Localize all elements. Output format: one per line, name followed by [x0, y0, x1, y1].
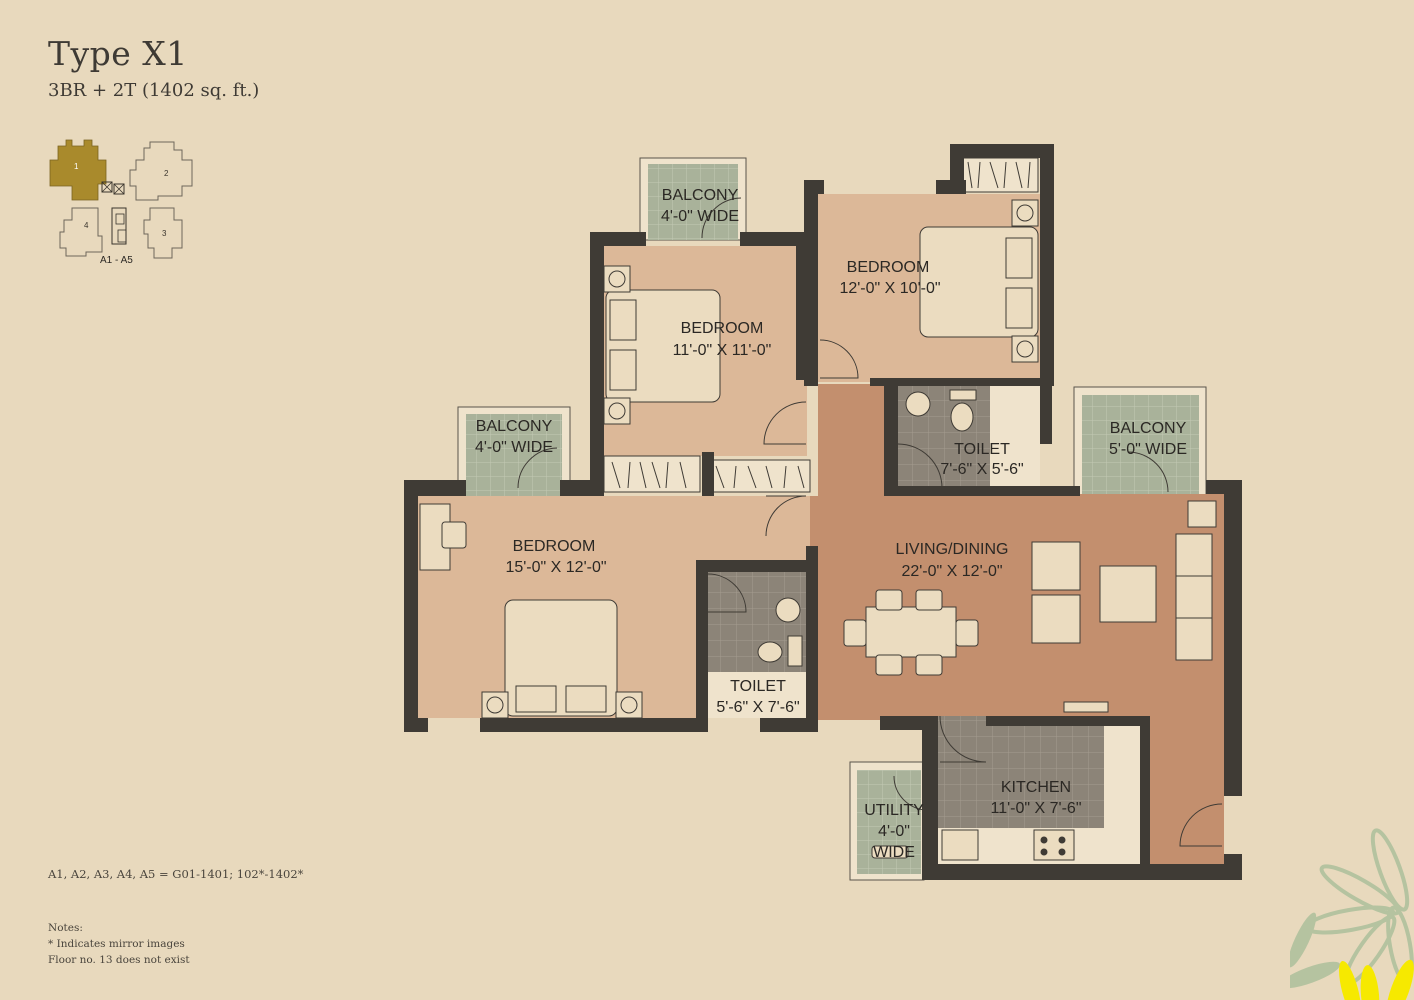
key-plan-label-4: 4: [84, 221, 89, 230]
study-desk: [419, 503, 467, 571]
balcony-top-size: 4'-0" WIDE: [661, 208, 739, 225]
key-plan-label-2: 2: [164, 169, 169, 178]
key-plan-caption: A1 - A5: [100, 255, 133, 266]
balcony-right: [1073, 386, 1207, 496]
utility-size: 4'-0": [878, 823, 910, 840]
balcony-top-name: BALCONY: [662, 187, 739, 204]
balcony-right-name: BALCONY: [1110, 420, 1187, 437]
toilet-2-size: 5'-6" X 7'-6": [716, 699, 799, 716]
balcony-left: [457, 406, 571, 498]
sofa-set: [1031, 500, 1217, 713]
toilet-2-name: TOILET: [730, 678, 786, 695]
utility-size-2: WIDE: [873, 844, 915, 861]
toilet-1-size: 7'-6" X 5'-6": [940, 461, 1023, 478]
bed: [504, 226, 1039, 717]
bedroom-2-name: BEDROOM: [847, 259, 930, 276]
toilet-1-name: TOILET: [954, 441, 1010, 458]
balcony-top: [639, 157, 747, 241]
note-item: Floor no. 13 does not exist: [48, 954, 190, 966]
kitchen-fixtures: [871, 829, 1075, 861]
bedroom-1-name: BEDROOM: [681, 320, 764, 337]
key-plan-label-1: 1: [74, 162, 79, 171]
key-plan-unit-3: [143, 207, 183, 259]
key-plan-unit-1: [49, 139, 107, 201]
note-item: * Indicates mirror images: [48, 938, 185, 950]
key-plan: 1 2 3 4 A1 - A5: [49, 139, 193, 266]
bedroom-2-size: 12'-0" X 10'-0": [839, 280, 940, 297]
bedroom-3-name: BEDROOM: [513, 538, 596, 555]
utility-area: [849, 761, 925, 881]
bedroom-1-size: 11'-0" X 11'-0": [673, 342, 772, 359]
walls: [404, 144, 1242, 880]
page-title: Type X1: [48, 34, 188, 73]
unit-configuration: 3BR + 2T (1402 sq. ft.): [48, 80, 260, 101]
flower-decoration-icon: [1290, 828, 1414, 1000]
key-plan-unit-4: [59, 207, 103, 257]
units-range: A1, A2, A3, A4, A5 = G01-1401; 102*-1402…: [48, 867, 304, 881]
balcony-left-size: 4'-0" WIDE: [475, 439, 553, 456]
kitchen-size: 11'-0" X 7'-6": [991, 800, 1082, 817]
key-plan-unit-2: [129, 141, 193, 201]
living-dining-name: LIVING/DINING: [896, 541, 1009, 558]
side-table: [481, 199, 1039, 719]
living-dining-size: 22'-0" X 12'-0": [901, 563, 1002, 580]
utility-name: UTILITY: [864, 802, 924, 819]
toilet-fixtures: [757, 389, 977, 667]
balcony-left-name: BALCONY: [476, 418, 553, 435]
key-plan-label-3: 3: [162, 229, 167, 238]
dining-set: [843, 589, 979, 676]
bedroom-3-size: 15'-0" X 12'-0": [505, 559, 606, 576]
notes-heading: Notes:: [48, 922, 83, 934]
wardrobe: [603, 157, 1039, 493]
kitchen-name: KITCHEN: [1001, 779, 1071, 796]
balcony-right-size: 5'-0" WIDE: [1109, 441, 1187, 458]
notes: Notes: * Indicates mirror images Floor n…: [48, 920, 190, 968]
living-dining-floor: [810, 384, 1224, 864]
